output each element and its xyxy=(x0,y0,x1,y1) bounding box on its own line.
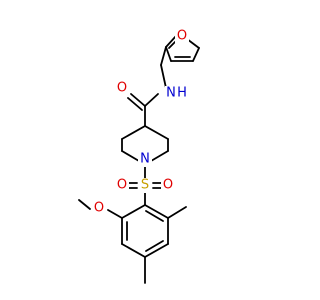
sulfonyl-oxygen-right-atom: O xyxy=(161,178,175,193)
bond xyxy=(130,93,146,107)
methoxy-oxygen-label: O xyxy=(94,201,104,216)
methoxy-oxygen-atom: O xyxy=(92,201,106,216)
bond xyxy=(144,125,169,140)
bond xyxy=(150,150,169,162)
sulfur-atom: S xyxy=(138,178,152,193)
bond xyxy=(160,46,167,66)
molecule-diagram: O N H O N S O O O xyxy=(78,28,200,284)
furan-oxygen-atom: O xyxy=(175,29,189,44)
structure-drawing: O N H O N S O O O xyxy=(78,29,200,284)
carbonyl-oxygen-label: O xyxy=(117,81,127,96)
bond xyxy=(144,204,169,219)
bond xyxy=(145,240,164,252)
amide-nitrogen-atom: N H xyxy=(165,86,187,101)
amide-hydrogen-label: H xyxy=(177,86,187,101)
bond xyxy=(165,46,172,62)
bond xyxy=(165,35,177,48)
bond xyxy=(127,97,143,111)
sulfonyl-oxygen-left-label: O xyxy=(117,178,127,193)
amide-nitrogen-label: N xyxy=(166,86,176,101)
furan-oxygen-label: O xyxy=(177,29,187,44)
bond xyxy=(121,150,140,162)
piperidine-nitrogen-label: N xyxy=(140,152,150,167)
atom-labels: O N H O N S O O O xyxy=(92,29,189,216)
sulfur-label: S xyxy=(141,178,149,193)
bond xyxy=(160,64,167,89)
bond xyxy=(78,199,91,210)
bond xyxy=(144,93,159,107)
bond xyxy=(167,206,187,219)
sulfonyl-oxygen-left-atom: O xyxy=(115,178,129,193)
bond xyxy=(192,47,200,62)
bond xyxy=(121,243,146,258)
carbonyl-oxygen-atom: O xyxy=(115,81,129,96)
sulfonyl-oxygen-right-label: O xyxy=(163,178,173,193)
bond xyxy=(121,125,146,140)
bond xyxy=(144,243,169,258)
bond xyxy=(121,204,146,219)
bond xyxy=(107,209,123,219)
piperidine-nitrogen-atom: N xyxy=(138,152,152,167)
bond xyxy=(145,210,164,222)
